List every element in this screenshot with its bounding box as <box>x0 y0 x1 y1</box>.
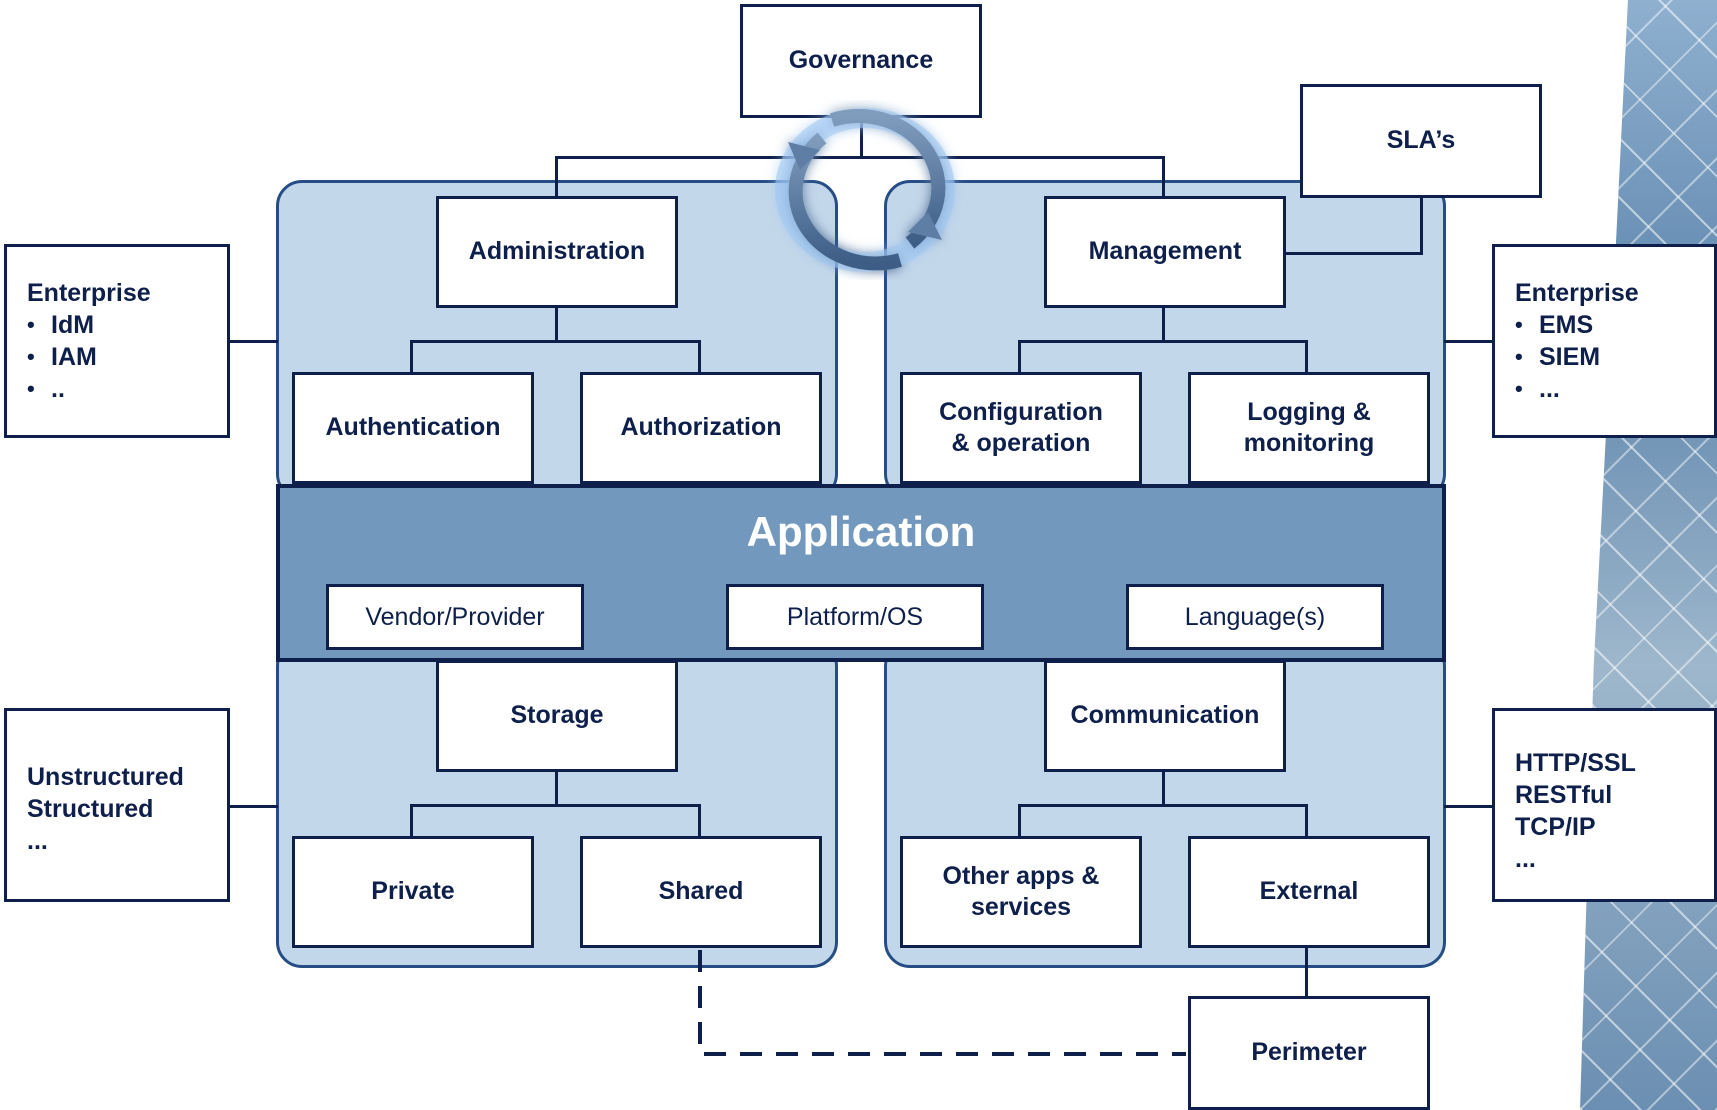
side-box-title: Enterprise <box>27 279 151 307</box>
enterprise-identity-box: Enterprise IdM IAM .. <box>4 244 230 438</box>
connector-line <box>1282 252 1423 255</box>
decorative-background-strip <box>1580 0 1717 1110</box>
application-band: Application Vendor/Provider Platform/OS … <box>276 484 1446 662</box>
connector-line <box>698 804 701 836</box>
side-box-title: Enterprise <box>1515 279 1639 307</box>
connector-line <box>410 804 413 836</box>
list-item: IdM <box>27 309 227 341</box>
connector-line <box>555 156 558 198</box>
external-box: External <box>1188 836 1430 948</box>
dashed-connector <box>698 950 1186 1056</box>
connector-line <box>1420 196 1423 254</box>
connector-line <box>1018 340 1021 372</box>
connector-line <box>698 340 701 372</box>
configuration-operation-box: Configuration & operation <box>900 372 1142 484</box>
connector-line <box>410 340 413 372</box>
side-box-list: EMS SIEM ... <box>1515 309 1714 405</box>
connector-line <box>1018 340 1308 343</box>
platform-os-box: Platform/OS <box>726 584 984 650</box>
connector-line <box>555 156 1165 159</box>
list-item: ... <box>1515 845 1536 873</box>
administration-box: Administration <box>436 196 678 308</box>
list-item: IAM <box>27 341 227 373</box>
cycle-arrows-icon <box>775 108 955 272</box>
side-box-list: IdM IAM .. <box>27 309 227 405</box>
application-title: Application <box>746 508 976 555</box>
connector-line <box>1305 948 1308 996</box>
list-item: ... <box>27 827 48 855</box>
connector-line <box>410 804 701 807</box>
list-item: ... <box>1515 373 1714 405</box>
enterprise-management-box: Enterprise EMS SIEM ... <box>1492 244 1717 438</box>
communication-box: Communication <box>1044 660 1286 772</box>
list-item: Structured <box>27 795 154 823</box>
connector-line <box>1444 340 1494 343</box>
storage-box: Storage <box>436 660 678 772</box>
perimeter-box: Perimeter <box>1188 996 1430 1110</box>
list-item: EMS <box>1515 309 1714 341</box>
authorization-box: Authorization <box>580 372 822 484</box>
other-apps-services-box: Other apps & services <box>900 836 1142 948</box>
connector-line <box>1018 804 1308 807</box>
connector-line <box>1162 156 1165 198</box>
list-item: .. <box>27 373 227 405</box>
connector-line <box>228 805 278 808</box>
connector-line <box>1162 308 1165 342</box>
shared-box: Shared <box>580 836 822 948</box>
connector-line <box>410 340 701 343</box>
connector-line <box>555 308 558 342</box>
connector-line <box>1305 340 1308 372</box>
list-item: Unstructured <box>27 763 184 791</box>
connector-line <box>228 340 278 343</box>
languages-box: Language(s) <box>1126 584 1384 650</box>
connector-line <box>555 772 558 806</box>
list-item: TCP/IP <box>1515 813 1596 841</box>
list-item: SIEM <box>1515 341 1714 373</box>
logging-monitoring-box: Logging & monitoring <box>1188 372 1430 484</box>
connector-line <box>1444 805 1494 808</box>
authentication-box: Authentication <box>292 372 534 484</box>
protocols-box: HTTP/SSL RESTful TCP/IP ... <box>1492 708 1717 902</box>
list-item: HTTP/SSL <box>1515 749 1636 777</box>
list-item: RESTful <box>1515 781 1613 809</box>
connector-line <box>1018 804 1021 836</box>
slas-box: SLA’s <box>1300 84 1542 198</box>
management-box: Management <box>1044 196 1286 308</box>
private-box: Private <box>292 836 534 948</box>
connector-line <box>1162 772 1165 806</box>
storage-types-box: Unstructured Structured ... <box>4 708 230 902</box>
connector-line <box>860 118 863 158</box>
connector-line <box>1305 804 1308 836</box>
vendor-provider-box: Vendor/Provider <box>326 584 584 650</box>
